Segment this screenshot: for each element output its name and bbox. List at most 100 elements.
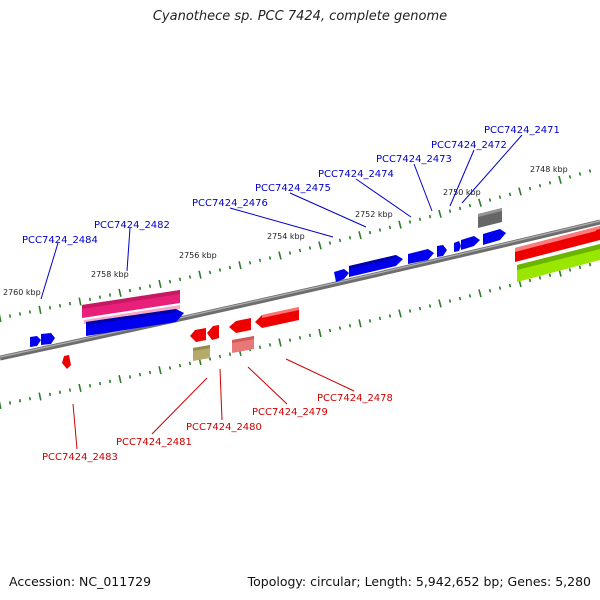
gene-label-2476[interactable]: PCC7424_2476 [192,198,268,209]
scale-tick-top [358,231,362,240]
scale-tick-top [78,297,82,306]
scale-tick-top [228,265,232,270]
scale-tick-top [108,293,112,297]
scale-tick-top [128,288,132,293]
gene-2473[interactable] [454,241,461,252]
gene-label-2484[interactable]: PCC7424_2484 [22,235,98,246]
scale-tick-top [168,279,172,284]
gene-2474[interactable] [437,245,447,257]
scale-tick-top [278,251,282,260]
gene-label-2480[interactable]: PCC7424_2480 [186,422,262,433]
gene-2482[interactable] [86,309,184,336]
scale-tick-top [388,225,392,230]
scale-tick-bottom [488,289,492,293]
gene-2481[interactable] [190,328,206,342]
gene-label-2479[interactable]: PCC7424_2479 [252,407,328,418]
scale-tick-bottom [318,328,322,338]
scale-tick-top [198,270,202,279]
gene-2479[interactable] [229,318,251,333]
scale-tick-bottom [358,319,362,328]
gene-2485[interactable] [30,336,41,347]
scale-label-2750: 2750 kbp [443,188,481,197]
gene-2477[interactable] [334,269,349,282]
scale-tick-top [518,187,522,196]
scale-tick-bottom [508,283,512,288]
gene-label-2472[interactable]: PCC7424_2472 [431,140,507,151]
gene-label-2473[interactable]: PCC7424_2473 [376,154,452,165]
scale-tick-top [408,220,412,224]
scale-tick-top [98,295,102,299]
scale-tick-bottom [178,363,182,368]
scale-tick-top [398,220,402,229]
gene-2471[interactable] [483,229,506,245]
scale-tick-bottom [288,338,292,342]
scale-tick-top [158,279,162,288]
scale-tick-bottom [138,372,142,377]
scale-tick-bottom [278,338,282,347]
scale-tick-top [418,217,422,222]
scale-tick-bottom [578,265,582,270]
scale-tick-top [148,284,152,288]
scale-tick-bottom [568,268,572,272]
gene-2472[interactable] [461,236,480,250]
scale-tick-top [468,203,472,208]
scale-tick-top [308,246,312,250]
map-title: Cyanothece sp. PCC 7424, complete genome [152,9,448,24]
scale-label-2758: 2758 kbp [91,270,129,279]
scale-tick-top [18,312,22,316]
gene-label-2482[interactable]: PCC7424_2482 [94,220,170,231]
scale-tick-top [208,270,212,275]
gene-2476[interactable] [349,255,403,277]
scale-tick-top [248,261,252,265]
scale-tick-top [138,286,142,291]
gene-label-2481[interactable]: PCC7424_2481 [116,437,192,448]
scale-tick-top [258,258,262,263]
gene-2484[interactable] [41,333,55,345]
scale-tick-top [68,301,72,306]
scale-tick-top [338,238,342,243]
scale-tick-bottom [368,319,372,323]
scale-tick-bottom [228,352,232,356]
scale-track-bottom [0,262,592,410]
scale-tick-top [458,206,462,211]
scale-tick-top [578,172,582,176]
gene-label-2483[interactable]: PCC7424_2483 [42,452,118,463]
gene-label-2475[interactable]: PCC7424_2475 [255,183,331,194]
scale-tick-top [528,186,532,191]
scale-tick-bottom [128,375,132,379]
scale-tick-top [238,261,242,270]
gene-label-2471[interactable]: PCC7424_2471 [484,125,560,136]
scale-tick-bottom [388,314,392,318]
scale-tick-top [558,175,562,184]
leader-lines-top [40,134,523,300]
gene-red-right-edge[interactable] [596,229,600,240]
scale-tick-top [478,198,482,207]
scale-label-2756: 2756 kbp [179,251,217,260]
gene-2475[interactable] [408,249,434,264]
scale-tick-top [118,288,122,297]
scale-tick-bottom [38,392,42,401]
gene-label-2478[interactable]: PCC7424_2478 [317,393,393,404]
scale-tick-bottom [258,345,262,349]
scale-tick-bottom [588,262,592,267]
scale-tick-top [488,198,492,202]
gene-label-2474[interactable]: PCC7424_2474 [318,169,394,180]
scale-tick-top [288,251,292,255]
scale-tick-top [8,314,12,318]
scale-label-2752: 2752 kbp [355,210,393,219]
scale-tick-top [378,228,382,232]
scale-label-2748: 2748 kbp [530,165,568,174]
scale-tick-top [328,241,332,245]
scale-tick-bottom [18,399,22,403]
scale-tick-bottom [118,375,122,384]
scale-tick-top [88,297,92,302]
scale-tick-bottom [148,370,152,375]
gene-2483[interactable] [62,355,71,369]
scale-tick-bottom [158,366,162,375]
scale-tick-top [218,268,222,272]
gene-2480[interactable] [207,325,219,340]
scale-tick-bottom [408,309,412,313]
scale-tick-bottom [328,328,332,333]
